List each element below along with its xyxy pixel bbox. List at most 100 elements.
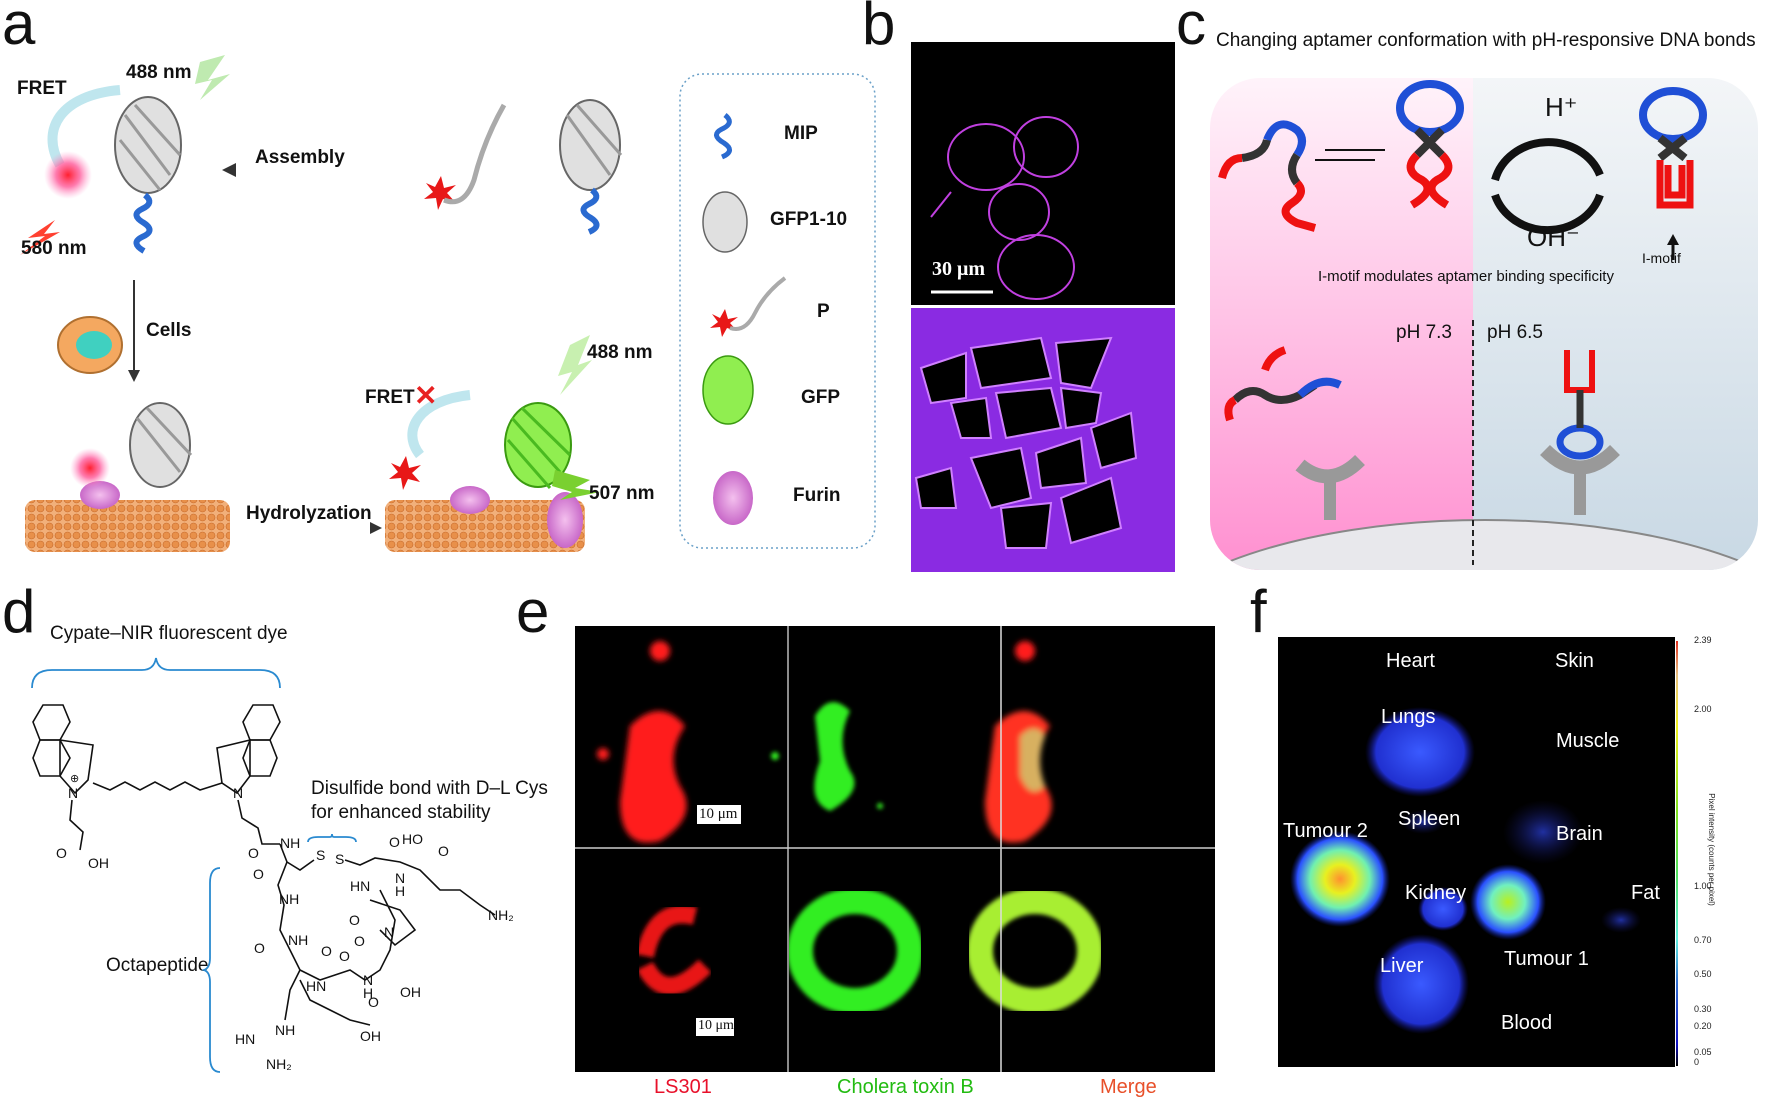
- lightning-icon: [195, 55, 230, 100]
- legend-gfp-icon: [702, 355, 754, 425]
- organ-lungs: [1365, 707, 1475, 797]
- organ-label-lungs: Lungs: [1381, 706, 1436, 728]
- panel-c-title: Changing aptamer conformation with pH-re…: [1216, 30, 1756, 51]
- scale-bar-label: 30 μm: [932, 258, 985, 280]
- atom-label: N: [384, 924, 395, 940]
- column-label-cholera-toxin-b: Cholera toxin B: [837, 1076, 974, 1098]
- organ-label-liver: Liver: [1380, 955, 1424, 977]
- colorbar-tick: 1.00: [1694, 881, 1712, 891]
- legend-item-mip: MIP: [784, 123, 818, 144]
- panel-a-illustration: ✕: [20, 55, 876, 552]
- organ-label-kidney: Kidney: [1405, 882, 1467, 904]
- atom-label: HN: [350, 878, 371, 894]
- scale-box-top: [697, 805, 741, 824]
- atom-label: NH: [275, 1022, 296, 1038]
- organ-label-tumour-2: Tumour 2: [1283, 820, 1368, 842]
- cycle-arrow-bottom: [1491, 193, 1604, 235]
- atom-label: OH: [360, 1028, 381, 1044]
- disulfide-label-line2: for enhanced stability: [311, 802, 491, 823]
- organ-label-tumour-1: Tumour 1: [1504, 948, 1589, 970]
- panel-f-organ-image: [1278, 637, 1678, 1067]
- atom-label: O: [248, 845, 259, 861]
- organ-tumour-2: [1290, 831, 1390, 927]
- fret-blocked-label: FRET: [365, 387, 415, 408]
- organ-tumour-1: [1470, 864, 1546, 940]
- atom-label: O: [349, 912, 360, 928]
- emission-label-bottom: 507 nm: [589, 483, 655, 504]
- atom-label: HN: [235, 1031, 256, 1047]
- panel-c-subtitle: I-motif modulates aptamer binding specif…: [1318, 268, 1614, 285]
- ph-right-label: pH 6.5: [1487, 322, 1543, 343]
- colorbar-label: Pixel intensity (counts per pixel): [1706, 793, 1716, 906]
- legend-item-p: P: [817, 301, 830, 322]
- atom-label: NH: [288, 932, 309, 948]
- i-motif-label: I-motif: [1642, 250, 1681, 266]
- organ-kidney: [1418, 887, 1468, 931]
- legend-mip-icon: [714, 113, 732, 160]
- colorbar-tick: 0.20: [1694, 1021, 1712, 1031]
- atom-label: O: [339, 948, 350, 964]
- panel-letter-b: b: [862, 0, 896, 57]
- organ-fat: [1601, 907, 1641, 933]
- membrane: [25, 500, 230, 552]
- atom-label: O: [321, 943, 332, 959]
- cycle-arrow-top: [1491, 138, 1604, 182]
- ls301-top: [597, 641, 687, 843]
- peptide-brace: [201, 867, 221, 1073]
- excitation-label-top: 488 nm: [126, 62, 192, 83]
- legend-p-icon: [710, 309, 738, 337]
- gfp1-10-barrel: [114, 96, 182, 194]
- atom-label: O: [368, 994, 379, 1010]
- ls301-bottom: [636, 905, 712, 995]
- atom-label: O: [354, 933, 365, 949]
- organ-label-heart: Heart: [1386, 650, 1435, 672]
- star-icon: [389, 456, 421, 490]
- emission-label-top: 580 nm: [21, 238, 87, 259]
- atom-label: O: [389, 834, 400, 850]
- organ-label-spleen: Spleen: [1398, 808, 1461, 830]
- atom-label: O: [253, 866, 264, 882]
- atom-label: OH: [400, 984, 421, 1000]
- legend-gfp1-10-icon: [702, 191, 748, 253]
- mip-helix: [133, 192, 153, 254]
- atom-label: NH: [279, 891, 300, 907]
- atom-label: S: [316, 847, 326, 863]
- ctb-bottom: [787, 888, 923, 1014]
- column-label-merge: Merge: [1100, 1076, 1157, 1098]
- cross-icon: ✕: [414, 380, 437, 411]
- atom-label: O: [438, 843, 449, 859]
- equilibrium-arrows: [1315, 149, 1385, 161]
- h-plus-label: H⁺: [1545, 92, 1578, 122]
- panel-letter-a: a: [2, 0, 36, 57]
- scale-box-bottom: [696, 1018, 734, 1036]
- legend-furin-icon: [713, 471, 753, 525]
- colorbar-tick: 2.00: [1694, 704, 1712, 714]
- colorbar-tick: 0.30: [1694, 1004, 1712, 1014]
- disulfide-brace: [307, 833, 357, 843]
- atom-label: OH: [88, 855, 109, 871]
- legend-box: [679, 73, 876, 549]
- organ-label-brain: Brain: [1556, 823, 1603, 845]
- colorbar-tick: 0: [1694, 1057, 1700, 1067]
- atom-label: O: [56, 845, 67, 861]
- panel-b-micrograph-top: [911, 42, 1175, 305]
- merge-bottom: [967, 888, 1103, 1014]
- legend-item-gfp1-10: GFP1-10: [770, 209, 848, 230]
- atom-label: S: [335, 851, 345, 867]
- atom-label: N: [233, 785, 244, 801]
- dye-glow: [44, 151, 92, 199]
- colorbar-tick: 2.39: [1694, 635, 1712, 645]
- colorbar-tick: 0.05: [1694, 1047, 1712, 1057]
- ph-left-label: pH 7.3: [1396, 322, 1452, 343]
- atom-label: NH₂: [488, 907, 514, 923]
- dye-label: Cypate–NIR fluorescent dye: [50, 623, 288, 644]
- panel-e-micrographs: [575, 626, 1215, 1072]
- atom-label: H: [363, 985, 374, 1001]
- scale-label-bottom: 10 μm: [698, 1018, 734, 1033]
- peptide-label: Octapeptide: [106, 955, 209, 976]
- colorbar: [1676, 641, 1678, 1066]
- gfp-barrel: [504, 402, 572, 489]
- organ-label-fat: Fat: [1631, 882, 1660, 904]
- receptor: [1295, 454, 1365, 484]
